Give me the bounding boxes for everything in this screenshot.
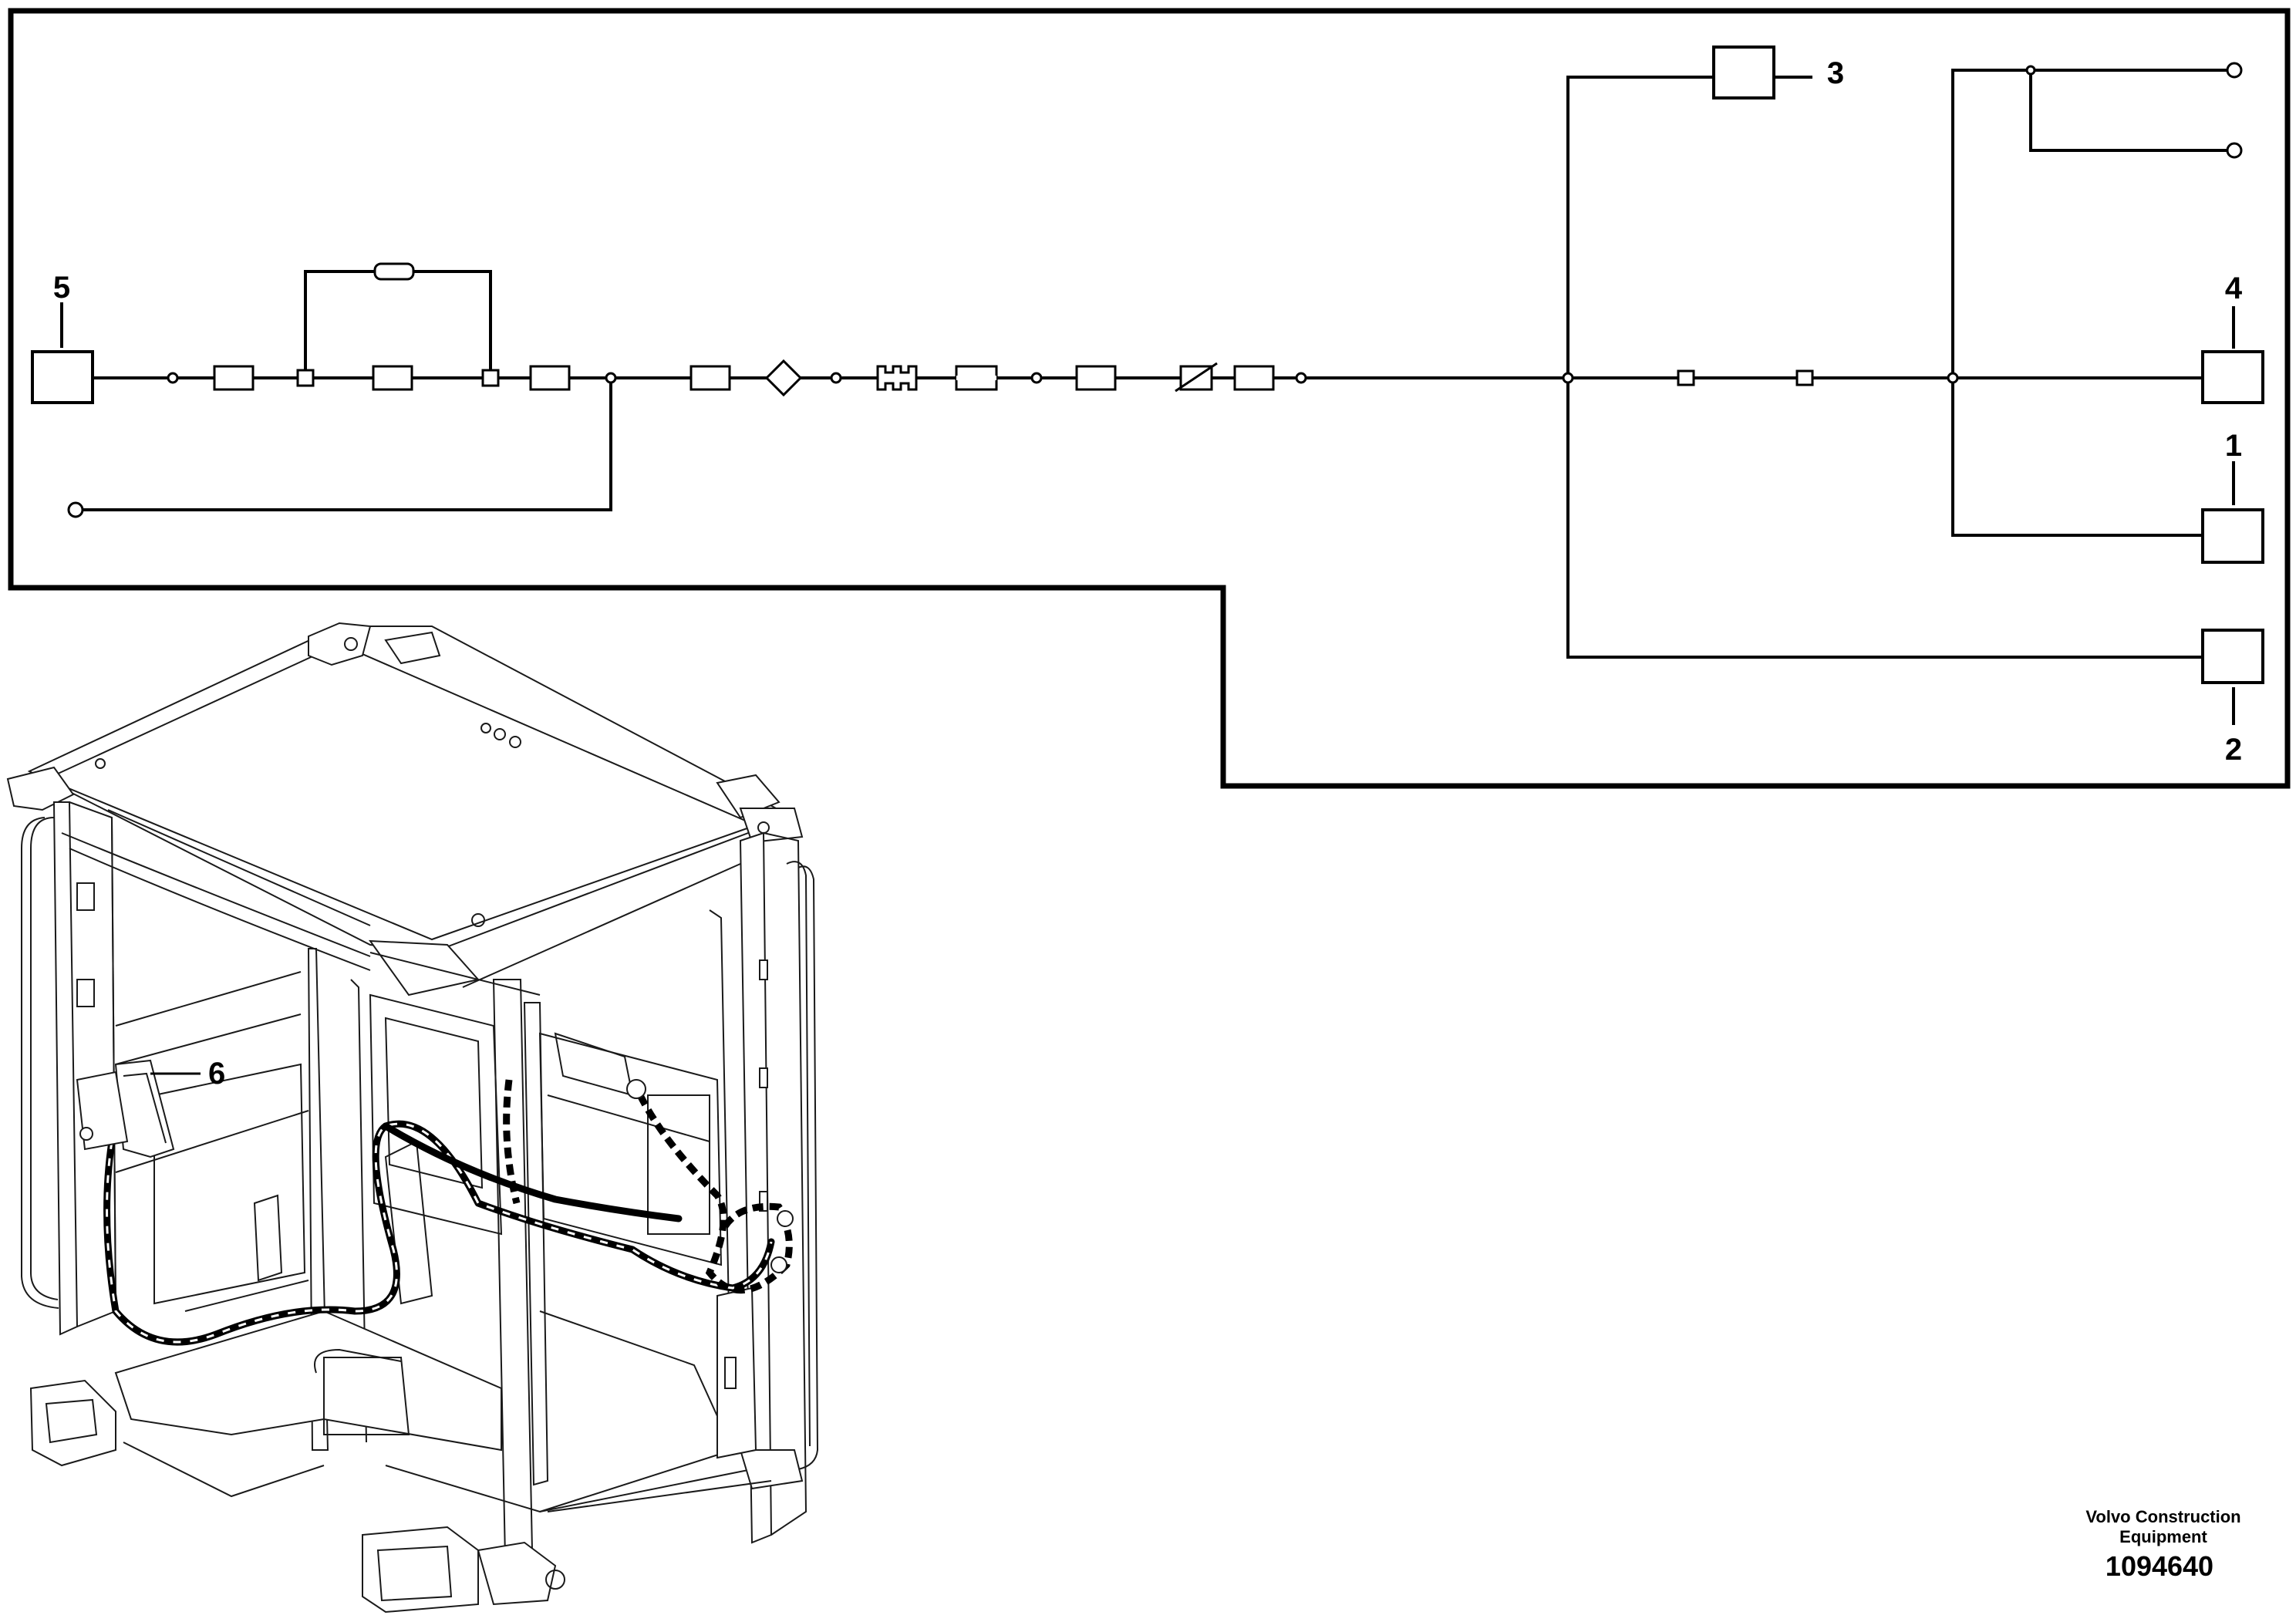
wiring-schematic	[60, 69, 2235, 725]
component-5-box	[31, 350, 94, 404]
callout-4: 4	[2225, 271, 2243, 305]
cab-frame-illustration	[6, 622, 819, 1614]
terminal-end	[67, 501, 84, 518]
publisher-line-2: Equipment	[2119, 1527, 2207, 1546]
inline-connectors	[213, 262, 1814, 397]
component-3-box	[1712, 46, 1775, 99]
callout-2: 2	[2225, 733, 2242, 767]
display-unit	[76, 1059, 201, 1158]
component-1-box	[2201, 508, 2264, 564]
component-4-box	[2201, 350, 2264, 404]
terminal-end	[2226, 62, 2243, 79]
component-boxes	[31, 46, 2264, 684]
callout-1: 1	[2225, 429, 2242, 463]
publisher-line-1: Volvo Construction	[2085, 1507, 2240, 1526]
schematic-frame	[8, 8, 2291, 789]
callout-6: 6	[208, 1057, 225, 1091]
callout-3: 3	[1827, 56, 1844, 90]
wiring-harness	[103, 1079, 794, 1346]
component-2-box	[2201, 629, 2264, 684]
figure-number: 1094640	[2106, 1550, 2213, 1582]
callout-5: 5	[53, 271, 70, 305]
terminals	[67, 62, 2243, 518]
terminal-end	[2226, 142, 2243, 159]
